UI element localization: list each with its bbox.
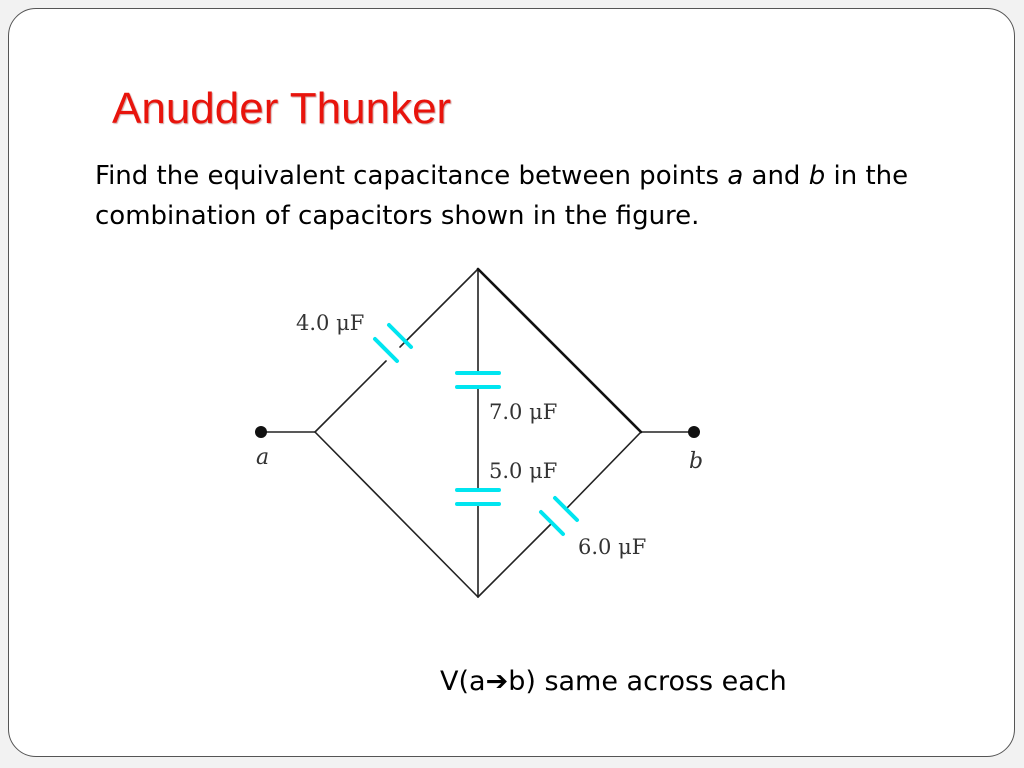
voltage-note: V(a➔b) same across each — [440, 666, 787, 697]
capacitor-6uf-plate — [539, 510, 565, 536]
wire-left-upper-1 — [314, 360, 387, 433]
capacitor-plates — [373, 323, 579, 536]
voltage-note-suffix: b) same across each — [508, 666, 787, 697]
capacitor-6uf-label: 6.0 μF — [578, 535, 646, 559]
node-b-terminal — [688, 426, 700, 438]
capacitor-4uf-plate — [373, 337, 399, 363]
variable-a: a — [727, 161, 744, 191]
capacitor-4uf-plate — [387, 323, 413, 349]
capacitor-4uf-label: 4.0 μF — [296, 311, 364, 335]
node-b-label: b — [689, 449, 703, 474]
circuit-wires — [260, 268, 695, 598]
capacitor-5uf-label: 5.0 μF — [489, 459, 557, 483]
capacitor-7uf-label: 7.0 μF — [489, 400, 557, 424]
wire-right-lower-1 — [477, 522, 553, 598]
wire-right-upper — [476, 267, 643, 434]
wire-right-lower-2 — [565, 431, 642, 510]
arrow-icon: ➔ — [485, 666, 509, 697]
problem-text-part: in the combination of capacitors shown i… — [95, 161, 909, 231]
capacitor-6uf-plate — [553, 496, 579, 522]
slide-frame — [8, 8, 1015, 757]
variable-b: b — [808, 161, 826, 191]
slide-title: Anudder Thunker — [112, 84, 452, 133]
wire-left-lower — [314, 431, 479, 598]
node-a-label: a — [256, 445, 269, 470]
wire-left-upper-2 — [399, 268, 479, 348]
problem-text-part: Find the equivalent capacitance between … — [95, 161, 728, 191]
voltage-note-prefix: V(a — [440, 666, 486, 697]
problem-text-part: and — [743, 161, 809, 191]
node-a-terminal — [255, 426, 267, 438]
problem-statement: Find the equivalent capacitance between … — [95, 156, 935, 236]
